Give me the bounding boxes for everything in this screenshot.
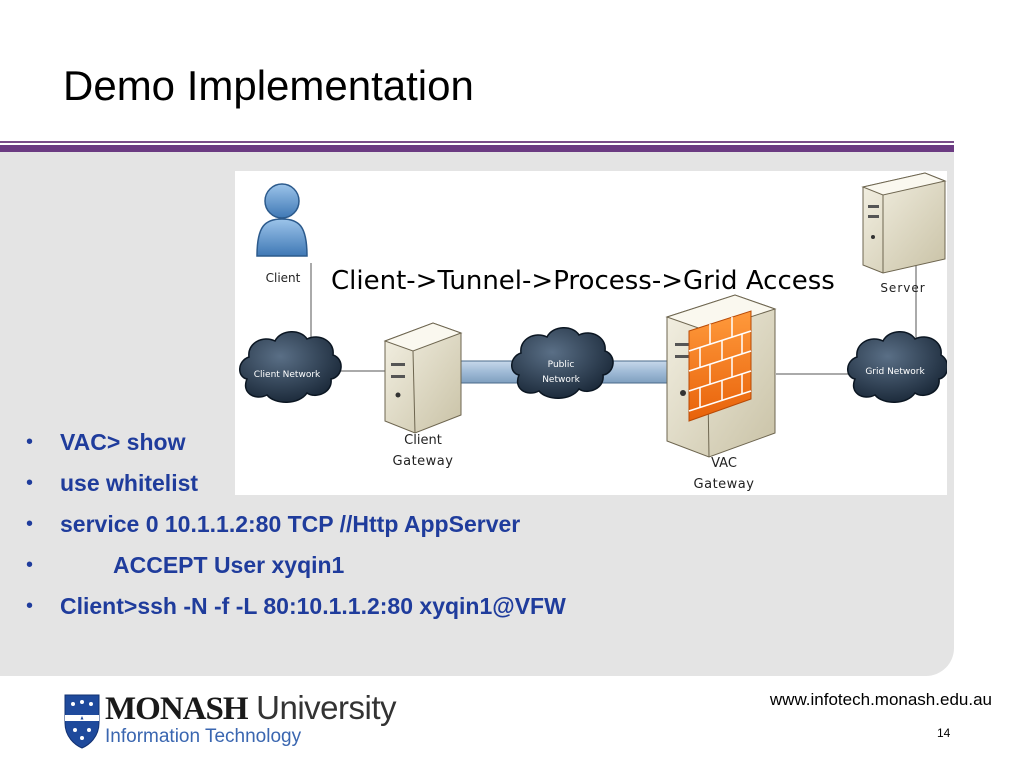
bullet-marker: • — [26, 431, 34, 453]
grid-network-cloud-icon — [847, 331, 949, 403]
slide-title: Demo Implementation — [63, 62, 474, 109]
server-icon — [861, 172, 947, 274]
bullet-marker: • — [26, 472, 34, 494]
client-gateway-label-line1: Client — [404, 433, 442, 448]
bullet-marker: • — [26, 513, 34, 535]
bullet-text: VAC> show — [60, 429, 186, 455]
monash-logo: MONASH University Information Technology — [63, 689, 403, 753]
logo-wordmark: MONASH University — [105, 689, 397, 728]
accent-band-thin — [0, 141, 954, 143]
footer-url: www.infotech.monash.edu.au — [769, 690, 992, 709]
network-diagram-canvas: Client Client->Tunnel->Process->Grid Acc… — [239, 172, 949, 492]
bullet-marker: • — [26, 554, 34, 576]
monash-crest-icon — [64, 694, 100, 749]
diagram-heading: Client->Tunnel->Process->Grid Access — [331, 266, 835, 296]
accent-band — [0, 145, 954, 152]
public-network-cloud-icon — [511, 327, 614, 399]
grid-network-label: Grid Network — [865, 367, 925, 377]
vac-gateway-label-line2: Gateway — [694, 477, 755, 492]
logo-wordmark-bold: MONASH — [105, 691, 248, 727]
bullet-text: service 0 10.1.1.2:80 TCP //Http AppServ… — [60, 511, 521, 537]
vac-gateway-firewall-icon — [665, 294, 777, 458]
server-label: Server — [880, 281, 925, 295]
bullet-text: use whitelist — [60, 470, 199, 496]
vac-gateway-label-line1: VAC — [711, 456, 737, 471]
user-icon — [256, 183, 308, 257]
client-gateway-server-icon — [383, 322, 463, 434]
logo-subtitle: Information Technology — [105, 726, 302, 747]
client-network-label: Client Network — [254, 370, 321, 380]
network-diagram: Client Client->Tunnel->Process->Grid Acc… — [235, 171, 949, 495]
logo-wordmark-rest: University — [247, 689, 397, 726]
bullet-text: ACCEPT User xyqin1 — [113, 552, 345, 578]
bullet-marker: • — [26, 595, 34, 617]
client-network-cloud-icon — [239, 331, 342, 403]
public-network-label-line1: Public — [548, 360, 575, 370]
page-number: 14 — [937, 726, 951, 740]
bullet-text: Client>ssh -N -f -L 80:10.1.1.2:80 xyqin… — [60, 593, 566, 619]
client-gateway-label-line2: Gateway — [393, 454, 454, 469]
client-label: Client — [266, 271, 301, 285]
public-network-label-line2: Network — [542, 375, 580, 385]
